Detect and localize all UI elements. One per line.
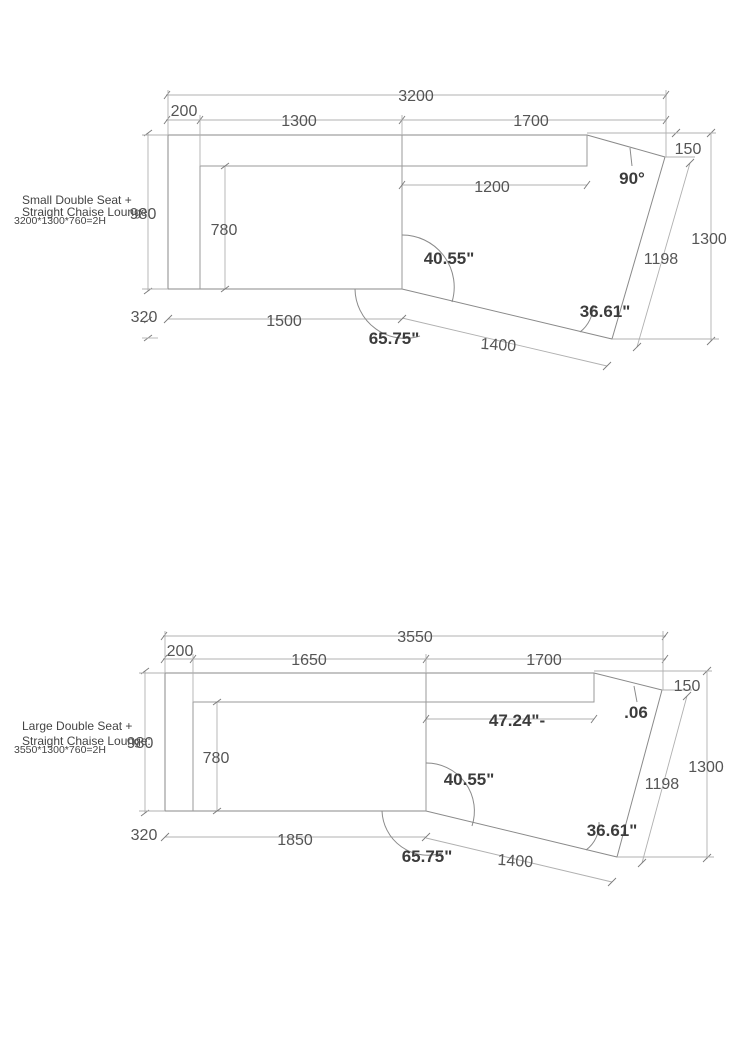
drawing-spec: 3200*1300*760=2H [14,215,106,227]
angle-tip-label: 36.61" [580,302,631,321]
drawing-title-line2: Straight Chaise Lounge: [22,734,151,748]
chaise-end-label: 150 [674,678,701,695]
angled-front-line [425,837,613,883]
inner-run-label: 47.24"- [489,711,545,730]
seat-depth-label: 780 [211,222,238,239]
front-length-label: 1500 [266,313,302,330]
angled-front-label: 1400 [497,852,534,871]
backrest-line [192,673,595,811]
angle-corner-label: 90° [619,169,645,188]
front-length-label: 1850 [277,832,313,849]
angle-tip-label: 36.61" [587,821,638,840]
arm-depth-label: 320 [131,827,158,844]
angle-arc-corner [633,685,638,703]
overall-width-label: 3200 [398,88,434,105]
drawing-title-line2: Straight Chaise Lounge: [22,205,151,219]
angle-corner-label: .06 [624,703,648,722]
seat-depth-label: 780 [203,750,230,767]
angled-side-label: 1198 [645,776,680,793]
angle-arc-inner [425,762,475,827]
drawing-spec: 3550*1300*760=2H [14,744,106,756]
arm-depth-label: 320 [131,309,158,326]
angle-arc-front [381,810,443,856]
left-depth-label: 980 [130,206,157,223]
arm-width-label: 200 [171,103,198,120]
inner-run-label: 1200 [474,179,510,196]
extension-lines [142,90,719,340]
angled-side-label: 1198 [644,251,679,268]
extension-lines [139,631,714,858]
drawing-large-double-seat: Large Double Seat + Straight Chaise Loun… [14,629,724,887]
seat-width-label: 1650 [291,652,327,669]
angled-side-line [641,695,688,864]
angle-arc-tip [579,304,594,333]
seat-width-label: 1300 [281,113,317,130]
angle-front-label: 65.75" [369,329,420,348]
angled-side-line [636,162,691,348]
backrest-line [199,135,588,289]
drawing-small-double-seat: Small Double Seat + Straight Chaise Loun… [14,88,727,371]
angle-front-label: 65.75" [402,847,453,866]
drawing-title-line1: Small Double Seat + [22,193,132,207]
overall-width-label: 3550 [397,629,433,646]
arm-width-label: 200 [167,643,194,660]
angled-front-line [401,317,608,367]
angle-arc-corner [629,147,633,167]
angle-arc-inner [401,234,455,303]
chaise-width-label: 1700 [526,652,562,669]
angle-inner-label: 40.55" [444,770,495,789]
angle-arc-tip [585,821,600,851]
left-depth-label: 980 [127,735,154,752]
angle-arc-front [354,288,421,339]
angled-front-label: 1400 [480,336,517,355]
drawing-title-line1: Large Double Seat + [22,719,132,733]
overall-depth-label: 1300 [691,231,727,248]
overall-depth-label: 1300 [688,759,724,776]
angle-inner-label: 40.55" [424,249,475,268]
chaise-end-label: 150 [675,141,702,158]
chaise-width-label: 1700 [513,113,549,130]
